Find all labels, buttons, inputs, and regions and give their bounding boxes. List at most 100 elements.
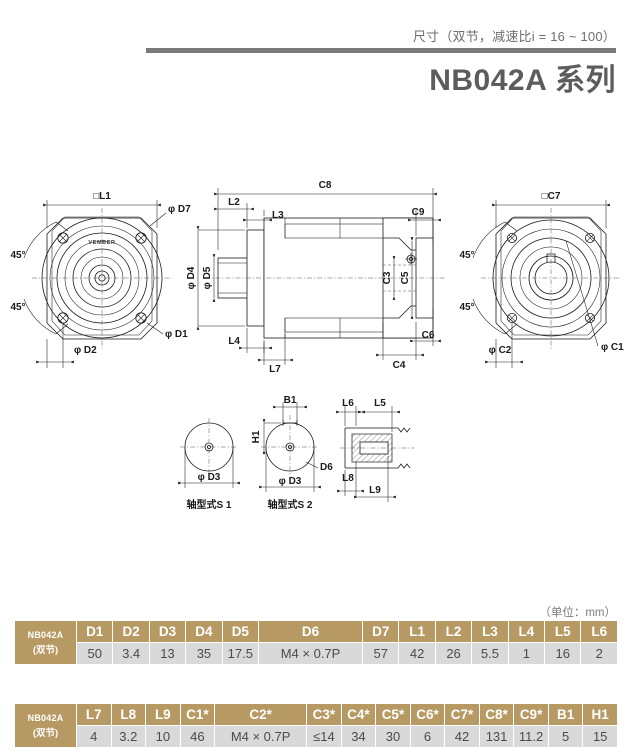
- table1-header-cell: D4: [185, 620, 223, 643]
- dim-l6: L6: [342, 398, 354, 409]
- table2-header-cell: L9: [145, 703, 181, 726]
- dim-d5: φ D5: [202, 266, 213, 289]
- table2-header-cell: H1: [582, 703, 618, 726]
- dim-c1: φ C1: [601, 342, 624, 353]
- dimension-table-1: NB042A (双节) D1 D2 D3 D4 D5 D6 D7 L1 L2 L…: [14, 620, 618, 665]
- dim-l1: □L1: [93, 191, 111, 202]
- dim-l5: L5: [374, 398, 386, 409]
- brand-mark: VEMBER: [88, 240, 115, 246]
- dim-c5: C5: [400, 271, 411, 284]
- table1-value-cell: 1: [507, 642, 546, 665]
- dim-l4: L4: [228, 336, 240, 347]
- table2-header-cell: C8*: [478, 703, 515, 726]
- table1-value-cell: 42: [398, 642, 436, 665]
- table2-value-cell: M4 × 0.7P: [214, 725, 308, 748]
- table1-value-cell: M4 × 0.7P: [258, 642, 364, 665]
- table2-row-label-line1: NB042A: [27, 712, 64, 723]
- dim-l9: L9: [369, 485, 381, 496]
- table2-value-cell: 34: [340, 725, 377, 748]
- table2-row-label: NB042A (双节): [14, 703, 77, 748]
- shaft-s2-label: 轴型式S 2: [267, 498, 312, 511]
- technical-drawing: VEMBER □L1 φ D7 φ D1: [0, 110, 632, 590]
- angle-45-bottom-rear: 45°: [459, 302, 474, 313]
- table2-value-cell: 4: [76, 725, 112, 748]
- table1-row-label-line1: NB042A: [27, 629, 64, 640]
- table1-value-cell: 13: [148, 642, 187, 665]
- table2-row-label-line2: (双节): [32, 727, 59, 739]
- table1-header-cell: L4: [507, 620, 546, 643]
- table1-value-cell: 50: [75, 642, 114, 665]
- table-row-values-1: 50 3.4 13 35 17.5 M4 × 0.7P 57 42 26 5.5…: [15, 642, 618, 665]
- front-view-group: VEMBER □L1 φ D7 φ D1: [10, 191, 191, 368]
- table1-header-cell: D2: [112, 620, 150, 643]
- dim-l2: L2: [228, 197, 240, 208]
- table1-header-cell: D3: [148, 620, 187, 643]
- table1-row-label: NB042A (双节): [14, 620, 77, 665]
- table2-value-cell: 46: [179, 725, 216, 748]
- angle-45-top-rear: 45°: [459, 250, 474, 261]
- table1-header-cell: L2: [434, 620, 473, 643]
- page-title: NB042A 系列: [429, 64, 616, 97]
- table2-value-cell: ≤14: [306, 725, 342, 748]
- table2-header-cell: C2*: [214, 703, 308, 726]
- table1-value-cell: 2: [580, 642, 618, 665]
- dim-c2: φ C2: [489, 345, 512, 356]
- table2-value-cell: 15: [582, 725, 618, 748]
- dim-l8: L8: [342, 473, 354, 484]
- dim-d1: φ D1: [165, 329, 188, 340]
- table1-header-cell: D5: [221, 620, 260, 643]
- rear-view-group: □C7 φ C2 φ C1 45° 45°: [459, 191, 624, 368]
- table2-header-cell: C4*: [340, 703, 377, 726]
- dim-c4: C4: [393, 360, 406, 371]
- dim-d2: φ D2: [74, 345, 97, 356]
- table2-header-cell: C6*: [409, 703, 446, 726]
- unit-note: （单位：mm）: [539, 607, 616, 619]
- table1-header-cell: L6: [580, 620, 618, 643]
- dim-c8: C8: [319, 180, 332, 191]
- dim-b1: B1: [284, 395, 297, 406]
- table-row-header-1: NB042A (双节) D1 D2 D3 D4 D5 D6 D7 L1 L2 L…: [14, 620, 618, 665]
- keyway-detail-group: L6 L5 L8 L9: [336, 398, 414, 502]
- shaft-type-s2-group: B1 H1 D6 φ D3 轴型式S 2: [251, 395, 333, 511]
- table2-value-cell: 3.2: [110, 725, 147, 748]
- dim-d4: φ D4: [186, 266, 197, 289]
- dim-d6: D6: [320, 462, 333, 473]
- dim-c7: □C7: [542, 191, 561, 202]
- table2-value-cell: 6: [409, 725, 446, 748]
- dim-c9: C9: [412, 207, 425, 218]
- shaft-s1-label: 轴型式S 1: [186, 498, 231, 511]
- table2-value-cell: 11.2: [513, 725, 549, 748]
- table-row-values-2: 4 3.2 10 46 M4 × 0.7P ≤14 34 30 6 42 131…: [15, 725, 618, 748]
- table1-header-cell: D7: [362, 620, 400, 643]
- table1-value-cell: 5.5: [471, 642, 509, 665]
- shaft-type-s1-group: φ D3 轴型式S 1: [178, 418, 240, 511]
- table1-value-cell: 3.4: [112, 642, 150, 665]
- table2-value-cell: 42: [444, 725, 480, 748]
- dimension-table-2: NB042A (双节) L7 L8 L9 C1* C2* C3* C4* C5*…: [14, 703, 618, 748]
- table2-header-cell: C9*: [513, 703, 549, 726]
- table2-value-cell: 131: [478, 725, 515, 748]
- side-view-group: C8 L2 L3 C9 φ D4 φ D5 C3: [186, 180, 445, 375]
- table2-value-cell: 10: [145, 725, 181, 748]
- table2-header-cell: C3*: [306, 703, 342, 726]
- header-rule: [146, 48, 616, 53]
- dim-l7: L7: [269, 364, 281, 375]
- table1-value-cell: 35: [185, 642, 223, 665]
- table2-header-cell: B1: [547, 703, 584, 726]
- dim-c3: C3: [382, 271, 393, 284]
- table2-header-cell: L7: [76, 703, 112, 726]
- header-subtitle: 尺寸（双节，减速比i = 16 ~ 100）: [412, 29, 616, 44]
- table1-header-cell: L3: [471, 620, 509, 643]
- table1-row-label-line2: (双节): [32, 644, 59, 656]
- dim-c6: C6: [422, 330, 435, 341]
- table1-value-cell: 57: [362, 642, 400, 665]
- dim-d3-s1: φ D3: [198, 472, 221, 483]
- table2-header-cell: C5*: [375, 703, 411, 726]
- angle-45-bottom: 45°: [10, 302, 25, 313]
- angle-45-top: 45°: [10, 250, 25, 261]
- table1-header-cell: L5: [544, 620, 582, 643]
- table1-header-cell: L1: [398, 620, 436, 643]
- dim-l3: L3: [272, 210, 284, 221]
- table1-value-cell: 26: [434, 642, 473, 665]
